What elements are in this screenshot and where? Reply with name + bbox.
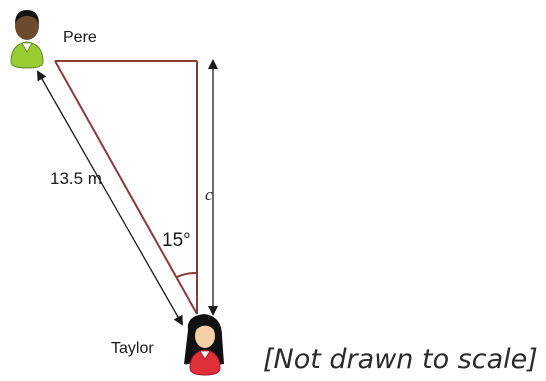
scale-note: [Not drawn to scale] — [263, 344, 538, 375]
pere-person-icon — [10, 10, 44, 69]
taylor-person-icon — [184, 314, 224, 376]
vertical-side-label: c — [205, 185, 213, 204]
pere-label: Pere — [63, 29, 97, 46]
hypotenuse-length-label: 13.5 m — [50, 169, 102, 188]
angle-label: 15° — [162, 230, 191, 251]
taylor-label: Taylor — [111, 340, 154, 357]
hypotenuse-measure-arrow — [37, 70, 183, 326]
angle-arc — [176, 271, 198, 279]
